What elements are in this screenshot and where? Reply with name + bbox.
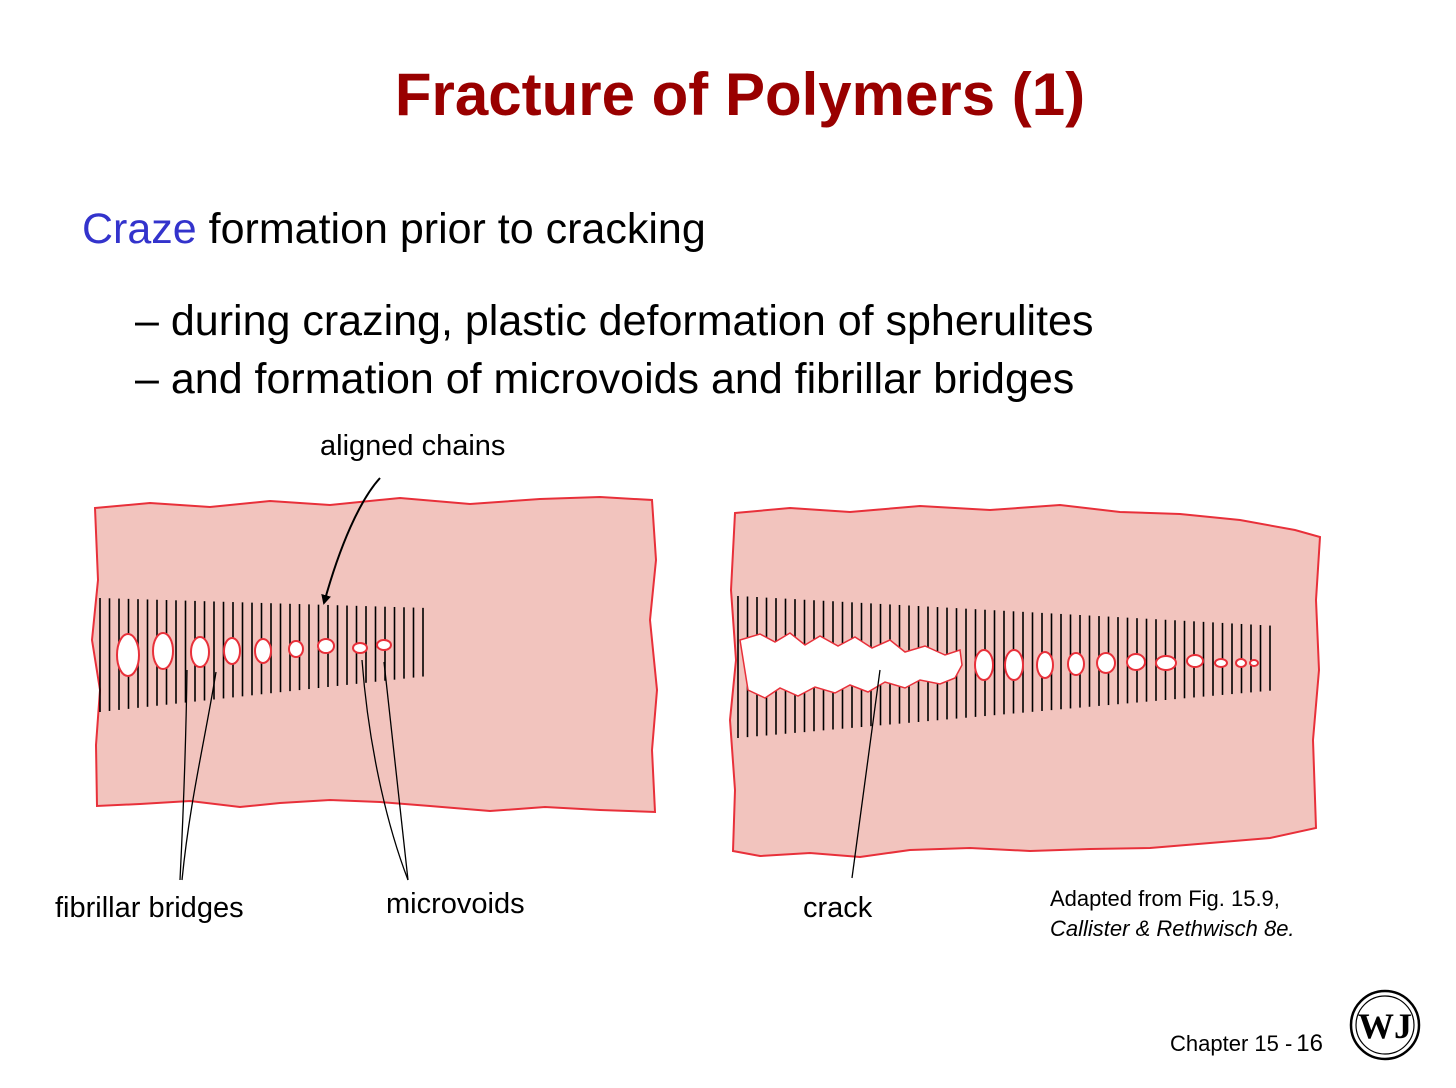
wiley-logo-icon: WJ xyxy=(1351,991,1419,1059)
microvoid xyxy=(1156,656,1176,670)
microvoid xyxy=(1127,654,1145,670)
microvoid xyxy=(353,643,367,653)
label-crack: crack xyxy=(803,892,872,925)
microvoid xyxy=(975,650,993,680)
microvoid xyxy=(1005,650,1023,680)
label-aligned-chains: aligned chains xyxy=(320,430,505,463)
microvoid xyxy=(1215,659,1227,667)
microvoid xyxy=(1250,660,1258,666)
credit-line: Callister & Rethwisch 8e. xyxy=(1050,914,1295,944)
microvoid xyxy=(318,639,334,653)
microvoid xyxy=(117,634,139,676)
microvoid xyxy=(153,633,173,669)
figure-credit: Adapted from Fig. 15.9, Callister & Reth… xyxy=(1050,884,1295,944)
credit-line: Adapted from Fig. 15.9, xyxy=(1050,884,1295,914)
microvoid xyxy=(1068,653,1084,675)
page-number: 16 xyxy=(1296,1030,1323,1057)
microvoid xyxy=(289,641,303,657)
microvoid xyxy=(255,639,271,663)
microvoid xyxy=(191,637,209,667)
svg-text:WJ: WJ xyxy=(1358,1006,1412,1046)
microvoid xyxy=(377,640,391,650)
slide-footer: Chapter 15 -16 xyxy=(1170,1030,1323,1058)
microvoid xyxy=(1097,653,1115,673)
microvoid xyxy=(1236,659,1246,667)
microvoid xyxy=(1187,655,1203,667)
chapter-label: Chapter 15 - xyxy=(1170,1031,1292,1056)
label-microvoids: microvoids xyxy=(386,888,525,921)
microvoid xyxy=(224,638,240,664)
label-fibrillar-bridges: fibrillar bridges xyxy=(55,892,244,925)
microvoid xyxy=(1037,652,1053,678)
